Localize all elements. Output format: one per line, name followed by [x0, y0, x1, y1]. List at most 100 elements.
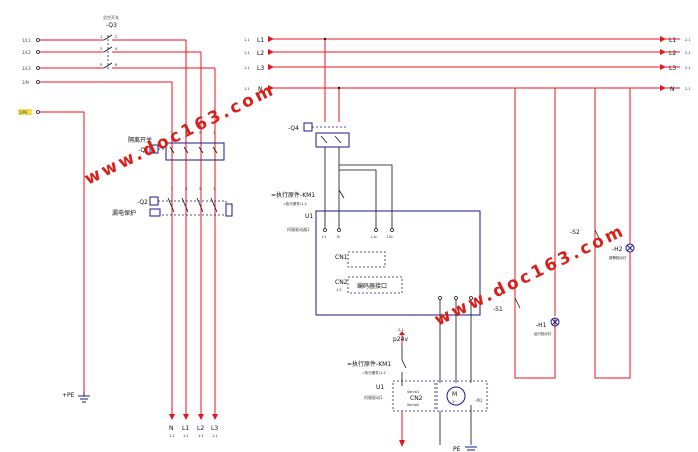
wire-u1-motor — [439, 300, 472, 383]
motor-ground-symbol — [465, 446, 477, 451]
q1-pin-5: 5 — [199, 131, 201, 135]
q2-rcd-coil — [225, 203, 233, 217]
bus-out-label-n: N — [670, 86, 675, 93]
watermark-right: www.doc163.com — [431, 221, 628, 331]
terminal-l1-in — [36, 38, 40, 42]
h2-label: 报警指示灯 — [609, 255, 627, 260]
q4-handle — [303, 122, 313, 132]
output-label-l1: L1 — [182, 425, 189, 432]
h2-tag: -H2 — [612, 246, 623, 253]
bus-out-label-l2: L2 — [669, 50, 676, 57]
input-label-l1: 1/L1 — [22, 38, 31, 43]
u1-terminal-l2c — [390, 228, 394, 232]
q3-contacts — [103, 34, 113, 69]
q2-title: 漏电保护 — [112, 209, 136, 217]
bus-in-ref-l2: 1.1 — [244, 51, 250, 55]
q3-pin-4: 4 — [115, 47, 118, 51]
input-label-pe: 1/PE — [19, 110, 28, 115]
bus-out-ref-l1: 2.1 — [685, 38, 691, 42]
h2-lamp-cross — [626, 244, 634, 252]
km1-ref: =执行原件-KM1 — [271, 191, 315, 199]
u1-term-label-l2c: L2c — [387, 235, 393, 239]
u1-tag: U1 — [305, 213, 313, 220]
km1-sub: =执行原件/1.2 — [283, 201, 307, 206]
q2-pin-7: 7 — [213, 187, 215, 191]
cn2-ref: 1.5 — [336, 288, 342, 292]
pe-ground-symbol — [78, 392, 90, 403]
motor-tag: -M1 — [475, 398, 483, 403]
q2-pin-5: 5 — [199, 187, 201, 191]
output-ref-l2: 1.1 — [198, 434, 204, 438]
bus-in-ref-l3: 1.1 — [244, 66, 250, 70]
h1-label: 运行指示灯 — [534, 331, 552, 336]
cn2-encoder-connector — [347, 276, 403, 294]
km1-contact — [338, 189, 345, 199]
q4-tag: -Q4 — [288, 125, 299, 132]
q1-pin-7: 7 — [213, 131, 215, 135]
motor-letter: M — [452, 391, 457, 398]
q2-trip-box — [149, 208, 161, 217]
km1-lower-ref: =执行原件-KM1 — [347, 360, 391, 368]
bus-in-label-l3: L3 — [257, 65, 264, 72]
wire-s1-h1-loop — [514, 88, 556, 379]
q3-pin-5: 5 — [100, 63, 102, 67]
q2-pin-3: 3 — [185, 187, 187, 191]
q1-box — [165, 142, 225, 161]
output-ref-l1: 1.1 — [183, 434, 189, 438]
wire-pe — [40, 111, 85, 392]
q1-pin-1: 1 — [171, 131, 173, 135]
junction-l1 — [323, 37, 327, 41]
input-label-l3: 1/L3 — [22, 66, 31, 71]
q3-pin-1: 1 — [100, 35, 102, 39]
terminal-l2-in — [36, 50, 40, 54]
u1-out-w — [469, 296, 473, 300]
u1-terminal-l1c — [374, 228, 378, 232]
terminal-l3-in — [36, 66, 40, 70]
q2-linkage — [158, 200, 227, 216]
pe-tag: +PE — [62, 392, 75, 399]
encoder-interface-label: 编码器接口 — [357, 282, 387, 290]
u1-lower-label: 伺服驱动1 — [364, 394, 383, 400]
terminal-n-in — [36, 80, 40, 84]
m1-motor-box — [436, 380, 488, 412]
u1-term-label-l1: L1 — [322, 235, 326, 239]
bus-in-label-l2: L2 — [257, 50, 264, 57]
q4-box — [315, 132, 350, 148]
km1-lower-sub: =执行原件/1.2 — [362, 370, 386, 375]
cn1-label: CN1 — [335, 254, 348, 261]
output-ref-l3: 1.1 — [212, 434, 218, 438]
s1-contact — [514, 297, 521, 309]
right-control-section: 1.1 L1 1.1 L2 1.1 L3 1.1 N L1 2.1 L2 2.1… — [244, 36, 691, 452]
motor-pe-label: PE — [453, 446, 461, 452]
q2-tag: -Q2 — [137, 199, 148, 206]
bus-in-label-l1: L1 — [257, 37, 264, 44]
u1-label: 伺服驱动器1 — [287, 226, 310, 232]
q3-tag: -Q3 — [106, 22, 117, 29]
q1-pin-3: 3 — [185, 131, 187, 135]
watermark-left: www.doc163.com — [81, 80, 278, 190]
q3-pin-3: 3 — [100, 47, 102, 51]
output-arrows — [169, 414, 218, 420]
p24-arrow — [399, 331, 405, 335]
cn2-label: CN2 — [335, 279, 348, 286]
u1-lower-tag: U1 — [376, 384, 384, 391]
p24-ref: 2.1 — [398, 328, 404, 332]
bus-out-label-l3: L3 — [669, 65, 676, 72]
output-label-n: N — [169, 425, 174, 432]
cn1-connector — [347, 251, 386, 268]
bus-in-arrows — [268, 36, 274, 91]
u1-out-v — [454, 296, 458, 300]
q4-contacts — [320, 135, 342, 144]
q1-tag: -Q1 — [138, 147, 149, 154]
bus-in-ref-l1: 1.1 — [244, 38, 250, 42]
h1-lamp-cross — [551, 318, 559, 326]
bus-out-ref-l3: 2.1 — [685, 66, 691, 70]
u1-lower-pin-2: Servo2 — [407, 403, 419, 407]
u1-lower-arrow — [399, 440, 405, 447]
output-ref-n: 1.1 — [169, 434, 175, 438]
u1-lower-box — [392, 380, 436, 412]
u1-terminal-n — [337, 228, 341, 232]
bus-out-ref-l2: 2.1 — [685, 51, 691, 55]
